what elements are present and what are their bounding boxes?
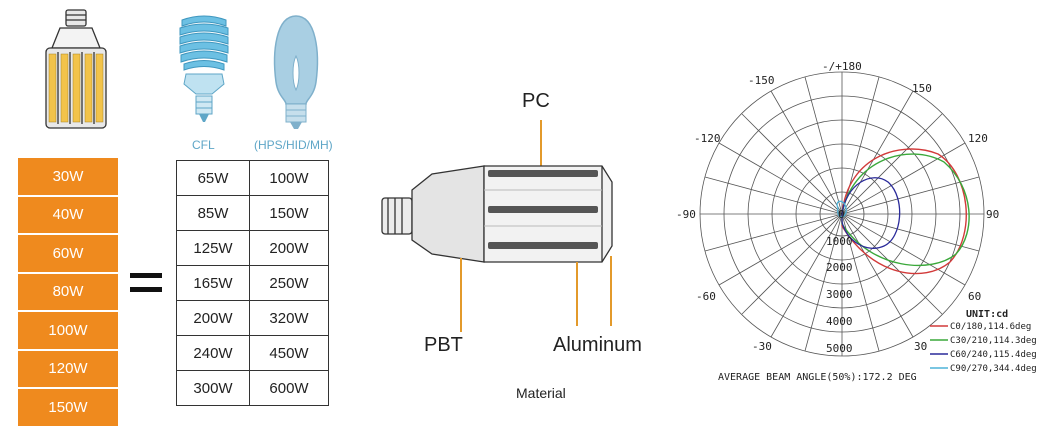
table-row: 240W 450W <box>176 335 329 371</box>
legend-entry: C60/240,115.4deg <box>950 350 1037 360</box>
material-label-aluminum: Aluminum <box>553 334 642 356</box>
angle-label-minus-120: -120 <box>694 132 721 145</box>
angle-label-90: 90 <box>986 208 999 221</box>
pbt-leader-line <box>460 258 462 332</box>
table-cell: 85W <box>176 195 250 231</box>
table-row: 200W 320W <box>176 300 329 336</box>
unit-label: UNIT:cd <box>966 309 1008 320</box>
angle-label-60: 60 <box>968 290 981 303</box>
equals-sign <box>130 273 162 301</box>
table-cell: 320W <box>249 300 329 336</box>
led-corn-bulb-icon <box>45 9 107 129</box>
table-cell: 65W <box>176 160 250 196</box>
angle-label-minus-60: -60 <box>696 290 716 303</box>
legend-entry: C90/270,344.4deg <box>950 364 1037 374</box>
legend-entry: C0/180,114.6deg <box>950 322 1031 332</box>
cfl-label: CFL <box>192 138 215 152</box>
angle-label-150: 150 <box>912 82 932 95</box>
table-cell: 125W <box>176 230 250 266</box>
pc-leader-line <box>540 120 542 190</box>
led-wattage-cell: 60W <box>18 235 118 274</box>
angle-label-120: 120 <box>968 132 988 145</box>
led-wattage-cell: 30W <box>18 158 118 197</box>
radial-label: 1000 <box>826 235 853 248</box>
angle-label-minus-30: -30 <box>752 340 772 353</box>
angle-label-minus-90: -90 <box>676 208 696 221</box>
aluminum-leader-line-a <box>576 262 578 326</box>
table-row: 165W 250W <box>176 265 329 301</box>
angle-label-30: 30 <box>914 340 927 353</box>
polar-light-distribution-diagram: -/+180 -150 150 -120 120 -90 90 -60 60 -… <box>676 60 1037 383</box>
hid-bulb-icon <box>273 15 319 129</box>
table-cell: 150W <box>249 195 329 231</box>
aluminum-leader-line-b <box>610 256 612 326</box>
table-cell: 600W <box>249 370 329 406</box>
table-cell: 240W <box>176 335 250 371</box>
table-cell: 450W <box>249 335 329 371</box>
table-cell: 200W <box>176 300 250 336</box>
legend-entry: C30/210,114.3deg <box>950 336 1037 346</box>
led-wattage-cell: 100W <box>18 312 118 351</box>
table-cell: 165W <box>176 265 250 301</box>
led-wattage-cell: 80W <box>18 273 118 312</box>
table-row: 300W 600W <box>176 370 329 406</box>
led-wattage-cell: 40W <box>18 196 118 235</box>
led-wattage-column: 30W 40W 60W 80W 100W 120W 150W <box>18 158 118 428</box>
led-wattage-cell: 150W <box>18 389 118 428</box>
radial-label: 5000 <box>826 342 853 355</box>
angle-label-top: -/+180 <box>822 60 862 73</box>
table-cell: 300W <box>176 370 250 406</box>
replacement-wattage-table: 65W 100W 85W 150W 125W 200W 165W 250W 20… <box>176 160 329 406</box>
material-caption: Material <box>516 385 566 401</box>
corn-lamp-cross-section-icon <box>381 165 613 263</box>
table-row: 125W 200W <box>176 230 329 266</box>
material-label-pc: PC <box>522 90 550 112</box>
table-cell: 100W <box>249 160 329 196</box>
material-label-pbt: PBT <box>424 334 463 356</box>
radial-label: 3000 <box>826 288 853 301</box>
angle-label-center: 0 <box>838 208 845 221</box>
radial-label: 2000 <box>826 261 853 274</box>
angle-label-minus-150: -150 <box>748 74 775 87</box>
table-cell: 250W <box>249 265 329 301</box>
radial-label: 4000 <box>826 315 853 328</box>
table-cell: 200W <box>249 230 329 266</box>
hid-label: (HPS/HID/MH) <box>254 138 333 152</box>
led-wattage-cell: 120W <box>18 350 118 389</box>
table-row: 65W 100W <box>176 160 329 196</box>
table-row: 85W 150W <box>176 195 329 231</box>
beam-angle-label: AVERAGE BEAM ANGLE(50%):172.2 DEG <box>718 372 917 383</box>
cfl-spiral-bulb-icon <box>179 15 229 122</box>
